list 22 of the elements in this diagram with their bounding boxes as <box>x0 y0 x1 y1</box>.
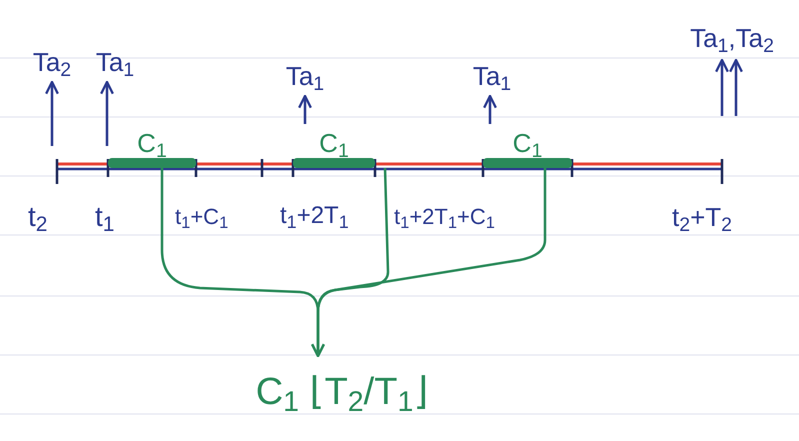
execution-label: C$_{1}$ <box>512 128 542 158</box>
time-label: t$_{1}$+2T$_{1}$+C$_{1}$ <box>394 203 495 233</box>
arrow <box>100 80 114 146</box>
arrival-label: Ta$_{1}$,Ta$_{2}$ <box>690 22 774 54</box>
time-label: t$_{2}$ <box>28 200 48 238</box>
time-label: t$_{1}$+2T$_{1}$ <box>280 201 349 234</box>
arrival-label: Ta$_{2}$ <box>32 46 72 78</box>
time-label: t$_{1}$ <box>95 200 114 238</box>
arrival-label: Ta$_{1}$ <box>472 60 512 92</box>
arrow <box>715 58 729 116</box>
formula-text: C$_{1}$ ⌊T$_{2}$/T$_{1}$⌋ <box>256 370 428 414</box>
time-label: t$_{2}$+T$_{2}$ <box>672 201 732 237</box>
execution-label: C$_{1}$ <box>137 128 167 158</box>
connector-arrow <box>311 168 546 358</box>
time-label: t$_{1}$+C$_{1}$ <box>175 203 228 233</box>
execution-label: C$_{1}$ <box>319 128 349 158</box>
arrival-label: Ta$_{1}$ <box>286 60 324 92</box>
arrival-label: Ta$_{1}$ <box>96 46 134 78</box>
arrow <box>483 94 497 124</box>
arrow <box>729 58 743 116</box>
arrow <box>45 80 59 146</box>
arrow <box>298 94 312 124</box>
